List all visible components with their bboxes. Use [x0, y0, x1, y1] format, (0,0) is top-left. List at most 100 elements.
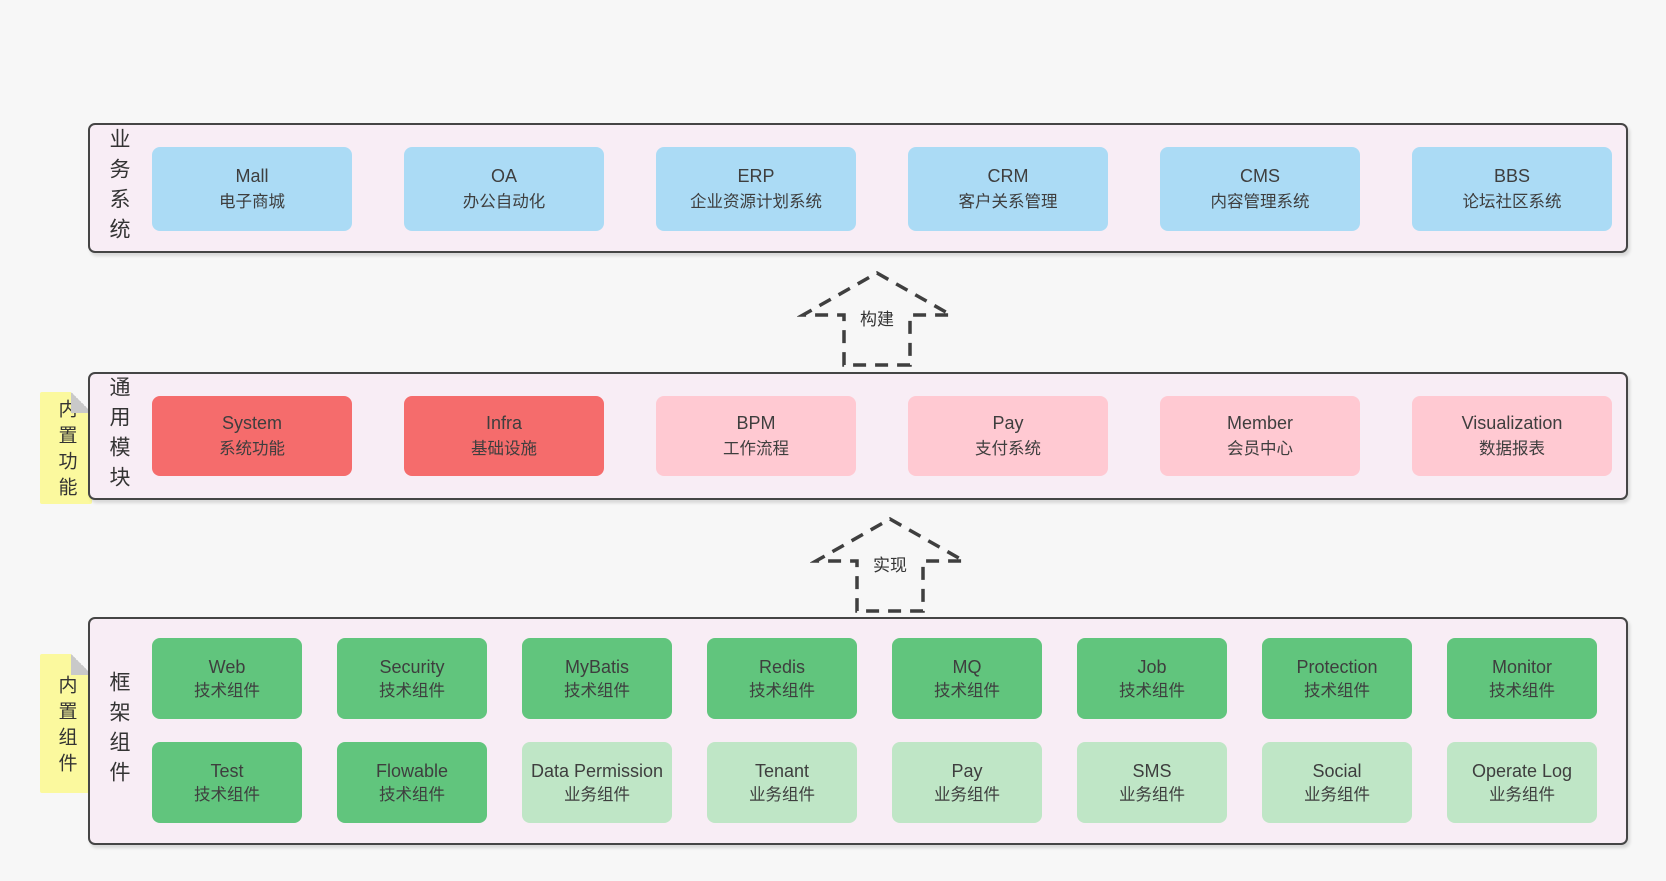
arrow-implement: 实现	[810, 516, 970, 616]
box-title: Web	[208, 656, 246, 677]
box-mall: Mall 电子商城	[152, 147, 352, 231]
box-subtitle: 技术组件	[934, 681, 1000, 700]
box-bbs: BBS 论坛社区系统	[1412, 147, 1612, 231]
box-title: SMS	[1132, 760, 1172, 781]
box-title: CMS	[1240, 166, 1280, 186]
box-title: BBS	[1493, 166, 1531, 186]
box-cms: CMS 内容管理系统	[1160, 147, 1360, 231]
box-pay-system: Pay 支付系统	[908, 396, 1108, 476]
box-row: System 系统功能 Infra 基础设施 BPM 工作流程 Pay 支付系统…	[152, 396, 1612, 476]
box-title: OA	[490, 166, 517, 186]
box-protection: Protection 技术组件	[1262, 638, 1412, 719]
box-title: CRM	[987, 166, 1029, 186]
box-subtitle: 业务组件	[1489, 785, 1555, 804]
layer-side-label: 业务系统	[107, 128, 130, 248]
box-subtitle: 技术组件	[1489, 681, 1555, 700]
box-subtitle: 论坛社区系统	[1462, 193, 1562, 211]
box-title: Pay	[992, 413, 1024, 433]
box-subtitle: 业务组件	[1304, 785, 1370, 804]
box-subtitle: 业务组件	[1119, 785, 1185, 804]
arrow-label: 构建	[856, 303, 898, 331]
box-subtitle: 内容管理系统	[1210, 193, 1310, 211]
tab-label: 内置功能	[55, 399, 77, 503]
box-pay-component: Pay 业务组件	[892, 742, 1042, 823]
box-mybatis: MyBatis 技术组件	[522, 638, 672, 719]
box-erp: ERP 企业资源计划系统	[656, 147, 856, 231]
box-subtitle: 技术组件	[1304, 681, 1370, 700]
box-sms: SMS 业务组件	[1077, 742, 1227, 823]
box-monitor: Monitor 技术组件	[1447, 638, 1597, 719]
box-title: Data Permission	[530, 760, 664, 781]
box-member: Member 会员中心	[1160, 396, 1360, 476]
box-title: Pay	[951, 760, 983, 781]
dashed-up-arrow-icon	[797, 270, 957, 367]
box-title: Job	[1137, 656, 1167, 677]
box-title: Flowable	[375, 760, 449, 781]
folded-corner-icon	[71, 654, 92, 675]
box-subtitle: 技术组件	[379, 681, 445, 700]
box-title: Social	[1312, 760, 1362, 781]
tab-built-in-features: 内置功能	[40, 392, 92, 504]
box-subtitle: 业务组件	[564, 785, 630, 804]
box-title: Security	[379, 656, 445, 677]
layer-business-systems: 业务系统 Mall 电子商城 OA 办公自动化 ERP 企业资源计划系统 CRM…	[88, 123, 1628, 253]
box-row: Test 技术组件 Flowable 技术组件 Data Permission …	[152, 742, 1597, 823]
box-subtitle: 技术组件	[1119, 681, 1185, 700]
box-title: MyBatis	[564, 656, 629, 677]
box-web: Web 技术组件	[152, 638, 302, 719]
box-subtitle: 会员中心	[1227, 440, 1293, 458]
layer-framework-components: 框架组件 Web 技术组件 Security 技术组件 MyBatis 技术组件…	[88, 617, 1628, 845]
box-title: System	[221, 413, 282, 433]
box-mq: MQ 技术组件	[892, 638, 1042, 719]
box-title: Operate Log	[1471, 760, 1573, 781]
box-subtitle: 技术组件	[379, 785, 445, 804]
box-subtitle: 支付系统	[975, 440, 1041, 458]
box-title: Member	[1226, 413, 1293, 433]
arrow-label: 实现	[869, 549, 911, 577]
dashed-up-arrow-icon	[810, 516, 970, 613]
box-test: Test 技术组件	[152, 742, 302, 823]
layer-side-label: 通用模块	[107, 376, 130, 496]
layer-side-label: 框架组件	[107, 671, 130, 791]
box-subtitle: 业务组件	[934, 785, 1000, 804]
box-title: Tenant	[754, 760, 810, 781]
box-title: Redis	[758, 656, 806, 677]
box-subtitle: 技术组件	[749, 681, 815, 700]
box-title: Monitor	[1491, 656, 1553, 677]
box-system: System 系统功能	[152, 396, 352, 476]
box-subtitle: 工作流程	[723, 440, 789, 458]
box-data-permission: Data Permission 业务组件	[522, 742, 672, 823]
box-oa: OA 办公自动化	[404, 147, 604, 231]
box-subtitle: 系统功能	[219, 440, 285, 458]
box-subtitle: 技术组件	[194, 681, 260, 700]
box-subtitle: 办公自动化	[462, 193, 546, 211]
box-title: Visualization	[1461, 413, 1563, 433]
layer-common-modules: 通用模块 System 系统功能 Infra 基础设施 BPM 工作流程 Pay…	[88, 372, 1628, 500]
tab-built-in-components: 内置组件	[40, 654, 92, 793]
box-row: Web 技术组件 Security 技术组件 MyBatis 技术组件 Redi…	[152, 638, 1597, 719]
box-subtitle: 技术组件	[564, 681, 630, 700]
box-row: Mall 电子商城 OA 办公自动化 ERP 企业资源计划系统 CRM 客户关系…	[152, 147, 1612, 231]
box-title: Mall	[235, 166, 269, 186]
box-subtitle: 技术组件	[194, 785, 260, 804]
box-subtitle: 电子商城	[219, 193, 285, 211]
box-subtitle: 客户关系管理	[958, 193, 1058, 211]
box-redis: Redis 技术组件	[707, 638, 857, 719]
box-title: Test	[210, 760, 244, 781]
box-social: Social 业务组件	[1262, 742, 1412, 823]
box-title: BPM	[736, 413, 776, 433]
folded-corner-icon	[71, 392, 92, 413]
box-title: Protection	[1296, 656, 1378, 677]
box-tenant: Tenant 业务组件	[707, 742, 857, 823]
box-security: Security 技术组件	[337, 638, 487, 719]
box-flowable: Flowable 技术组件	[337, 742, 487, 823]
arrow-build: 构建	[797, 270, 957, 370]
tab-label: 内置组件	[55, 674, 77, 779]
box-subtitle: 数据报表	[1479, 440, 1545, 458]
box-title: MQ	[952, 656, 982, 677]
box-crm: CRM 客户关系管理	[908, 147, 1108, 231]
box-title: Infra	[485, 413, 523, 433]
box-subtitle: 基础设施	[471, 440, 537, 458]
box-subtitle: 业务组件	[749, 785, 815, 804]
